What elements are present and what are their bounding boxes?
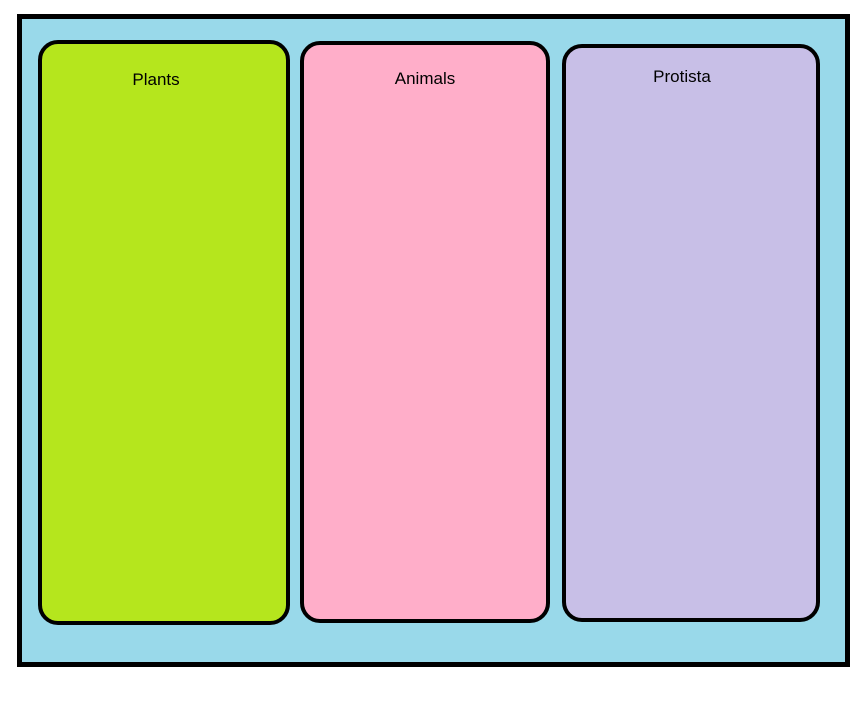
column-animals[interactable]: Animals (300, 41, 550, 623)
column-plants[interactable]: Plants (38, 40, 290, 625)
column-animals-label: Animals (394, 69, 456, 88)
column-protista[interactable]: Protista (562, 44, 820, 622)
classification-board: Plants Animals Protista (17, 14, 850, 667)
column-plants-label: Plants (132, 70, 180, 89)
column-protista-label: Protista (653, 67, 711, 86)
